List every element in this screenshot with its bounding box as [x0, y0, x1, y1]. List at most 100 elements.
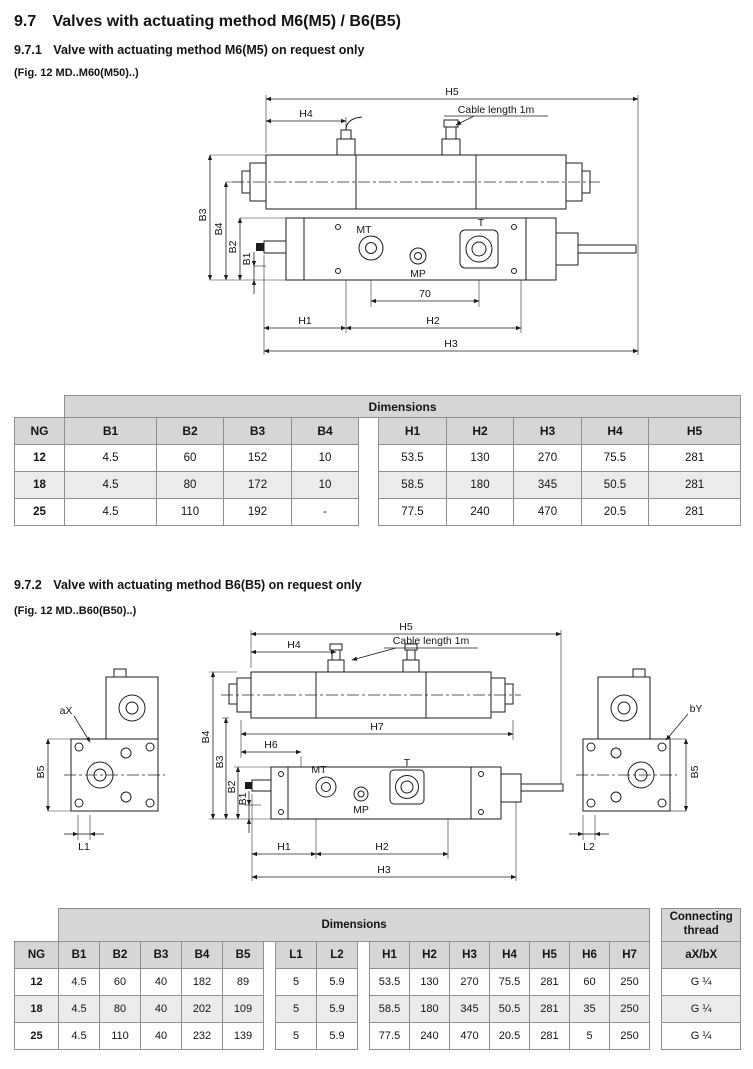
cable-length-label: Cable length 1m [458, 104, 535, 116]
table-cell: 130 [409, 967, 450, 996]
table-cell: 60 [569, 967, 610, 996]
table-cell: 80 [99, 994, 141, 1023]
column-gap [357, 941, 370, 969]
port-label-mt: MT [356, 224, 372, 236]
table-cell: 18 [14, 994, 59, 1023]
column-gap [358, 444, 379, 472]
dim-label-l1: L1 [78, 841, 90, 853]
col-header-h4: H4 [581, 417, 649, 446]
port-label-by: bY [690, 703, 703, 715]
table-cell: 470 [513, 498, 582, 527]
section-number: 9.7 [14, 13, 37, 30]
solenoid-assembly [221, 643, 521, 719]
table-cell: 75.5 [581, 444, 649, 473]
column-gap [358, 498, 379, 526]
column-gap [649, 968, 663, 996]
table-cell: 20.5 [581, 498, 649, 527]
by-leader-arrow [665, 713, 689, 740]
table-cell: 180 [409, 994, 450, 1023]
table-cell: G ¼ [661, 994, 742, 1023]
col-header-ng: NG [14, 940, 59, 969]
cable-gland [329, 643, 343, 651]
column-gap [649, 1022, 663, 1050]
cable-leader-arrow [351, 647, 397, 661]
col-header-b3: B3 [140, 940, 182, 969]
col-header-b4: B4 [181, 940, 223, 969]
pilot-valve-right-view [576, 668, 677, 812]
table-cell: 470 [449, 1021, 490, 1050]
table-cell: 4.5 [64, 498, 157, 527]
col-header-h1: H1 [369, 940, 410, 969]
table-cell: 250 [608, 1021, 651, 1050]
table-cell: 4.5 [58, 1021, 100, 1050]
table-cell: 152 [223, 444, 292, 473]
col-header-l1: L1 [275, 940, 317, 969]
col-header-l2: L2 [316, 940, 358, 969]
section-title-text: Valves with actuating method M6(M5) / B6… [52, 13, 401, 30]
col-header-h3: H3 [513, 417, 582, 446]
table-cell: 75.5 [489, 967, 530, 996]
table-cell: 130 [446, 444, 514, 473]
dim-label-b5-right: B5 [689, 765, 701, 778]
subsection-971-heading: 9.7.1 Valve with actuating method M6(M5)… [14, 43, 753, 58]
column-gap [357, 968, 370, 996]
column-gap [263, 1022, 276, 1050]
dimensions-band: Dimensions [57, 907, 651, 942]
table-cell: 60 [156, 444, 224, 473]
table-cell: 5 [275, 994, 317, 1023]
table-cell: 281 [647, 471, 742, 500]
subsection-971-number: 9.7.1 [14, 43, 42, 58]
dim-label-h5: H5 [445, 86, 459, 98]
dimensions-band: Dimensions [63, 395, 742, 419]
dimension-lines [45, 631, 689, 879]
dimensions-table-m6: Dimensions NG B1 B2 B3 B4 H1 H2 H3 H4 H5… [14, 395, 742, 527]
manual-rod [577, 244, 637, 254]
table1-band-row: Dimensions [14, 395, 742, 419]
table-cell: 53.5 [378, 444, 447, 473]
dim-label-b4: B4 [213, 223, 225, 236]
table-cell: 25 [14, 1021, 59, 1050]
col-header-h4: H4 [489, 940, 530, 969]
port-label-t: T [404, 757, 411, 769]
table-cell: 60 [99, 967, 141, 996]
col-header-b1: B1 [58, 940, 100, 969]
dim-label-h7: H7 [370, 721, 384, 733]
column-gap [263, 941, 276, 969]
col-header-b5: B5 [222, 940, 264, 969]
dim-label-h1: H1 [277, 841, 291, 853]
table-cell: 5 [275, 967, 317, 996]
column-gap [649, 941, 663, 969]
dim-label-h3: H3 [444, 338, 458, 350]
table1-header-row: NG B1 B2 B3 B4 H1 H2 H3 H4 H5 [14, 417, 742, 446]
column-gap [357, 1022, 370, 1050]
table-cell: 5 [275, 1021, 317, 1050]
dim-label-70: 70 [419, 288, 431, 300]
table-cell: G ¼ [661, 967, 742, 996]
col-header-axbx: aX/bX [661, 940, 742, 969]
figure2-drawing: H5 H4 Cable length 1m H7 H6 B4 B3 B2 B1 … [16, 622, 753, 886]
table-cell: 18 [14, 471, 65, 500]
table-cell: 20.5 [489, 1021, 530, 1050]
port-label-t: T [478, 217, 485, 229]
column-gap [357, 995, 370, 1023]
connector-right [441, 138, 461, 156]
table-cell: 77.5 [378, 498, 447, 527]
connector-right [402, 659, 420, 673]
table-cell: 281 [647, 498, 742, 527]
valve-drawing-b6: H5 H4 Cable length 1m H7 H6 B4 B3 B2 B1 … [35, 622, 703, 881]
table-cell: 40 [140, 967, 182, 996]
table-cell: 5.9 [316, 1021, 358, 1050]
col-header-ng: NG [14, 417, 65, 446]
column-gap [358, 471, 379, 499]
dim-label-h3: H3 [377, 864, 391, 876]
table-cell: 182 [181, 967, 223, 996]
table-cell: 40 [140, 1021, 182, 1050]
port-label-mp: MP [410, 268, 426, 280]
dim-label-b3: B3 [197, 209, 209, 222]
section-title: 9.7 Valves with actuating method M6(M5) … [14, 12, 753, 31]
figure1-drawing: H5 H4 Cable length 1m B3 B4 B2 B1 MT MP … [186, 83, 753, 363]
